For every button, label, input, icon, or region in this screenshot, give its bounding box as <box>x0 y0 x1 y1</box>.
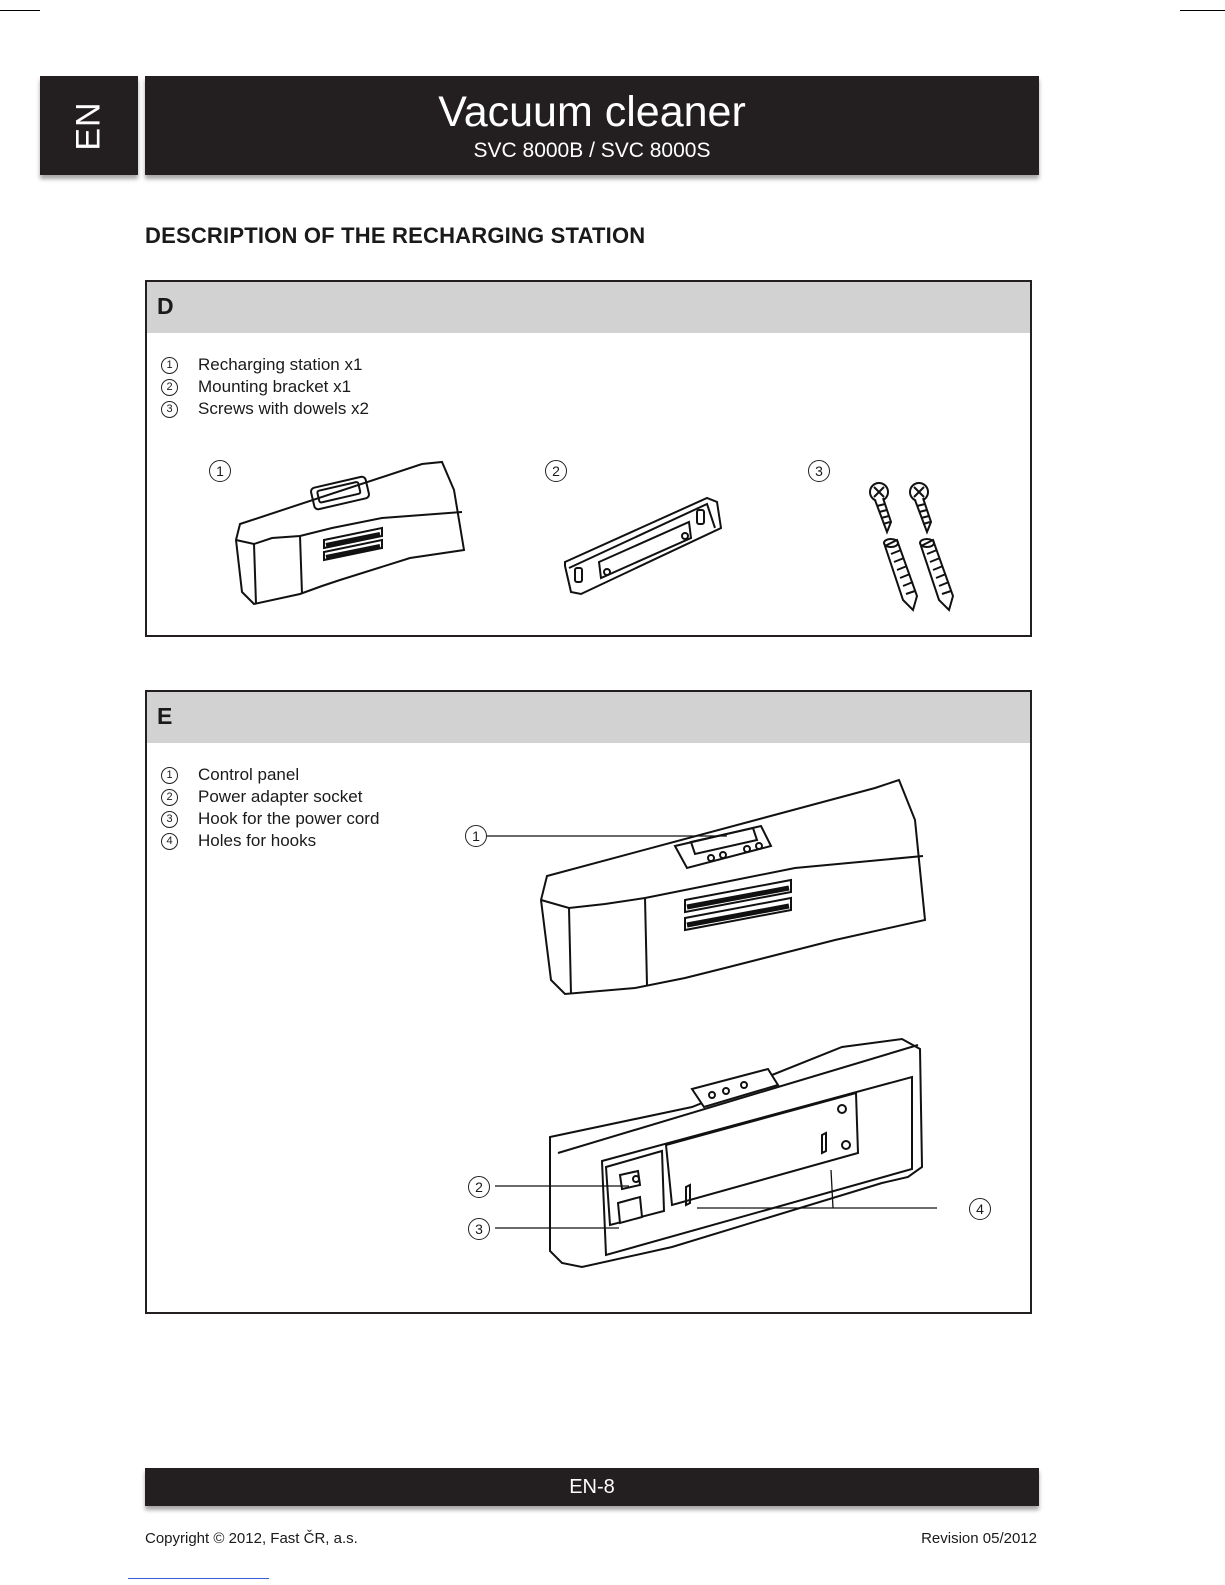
mounting-bracket-illustration <box>564 496 723 596</box>
section-heading: DESCRIPTION OF THE RECHARGING STATION <box>145 223 646 248</box>
item-number: 4 <box>161 832 178 850</box>
link-underline <box>128 1578 269 1579</box>
panel-d: D 1 Recharging station x1 2 Mounting brack… <box>145 280 1032 637</box>
crop-mark-top-right <box>1180 10 1225 11</box>
callout-line-1 <box>487 835 727 837</box>
figure-number-1: 1 <box>209 460 231 482</box>
item-number: 2 <box>161 788 178 806</box>
language-tab: EN <box>40 76 138 175</box>
panel-e-label: E <box>157 703 173 729</box>
item-number: 2 <box>161 378 178 396</box>
item-text: Holes for hooks <box>198 831 317 850</box>
list-item: 3 Screws with dowels x2 <box>161 398 369 420</box>
station-front-view-illustration <box>539 778 927 996</box>
station-back-view-illustration <box>549 1037 924 1269</box>
language-code: EN <box>69 101 108 151</box>
item-text: Mounting bracket x1 <box>198 377 352 396</box>
callout-lines-2-3-4 <box>495 1169 937 1229</box>
page-number-bar: EN-8 <box>145 1468 1039 1506</box>
list-item: 2 Power adapter socket <box>161 786 379 808</box>
figure-number-3: 3 <box>808 460 830 482</box>
callout-3: 3 <box>468 1218 490 1240</box>
panel-e-header: E <box>147 692 1030 743</box>
panel-d-header: D <box>147 282 1030 333</box>
page-number: EN-8 <box>569 1476 615 1498</box>
list-item: 1 Control panel <box>161 764 379 786</box>
revision: Revision 05/2012 <box>921 1530 1037 1547</box>
callout-2: 2 <box>468 1176 490 1198</box>
list-item: 3 Hook for the power cord <box>161 808 379 830</box>
item-number: 1 <box>161 766 178 784</box>
item-number: 3 <box>161 810 178 828</box>
screws-with-dowels-illustration <box>869 482 955 612</box>
panel-e: E 1 Control panel 2 Power adapter socket 3… <box>145 690 1032 1314</box>
model-numbers: SVC 8000B / SVC 8000S <box>473 139 711 162</box>
item-text: Control panel <box>198 765 300 784</box>
recharging-station-illustration <box>234 460 466 606</box>
panel-d-label: D <box>157 293 174 319</box>
crop-mark-top-left <box>0 10 40 11</box>
item-text: Screws with dowels x2 <box>198 399 370 418</box>
item-text: Power adapter socket <box>198 787 363 806</box>
panel-d-legend: 1 Recharging station x1 2 Mounting bracket… <box>161 354 369 420</box>
figure-number-2: 2 <box>545 460 567 482</box>
item-text: Hook for the power cord <box>198 809 380 828</box>
callout-1: 1 <box>465 825 487 847</box>
item-number: 1 <box>161 356 178 374</box>
item-text: Recharging station x1 <box>198 355 363 374</box>
list-item: 4 Holes for hooks <box>161 830 379 852</box>
list-item: 2 Mounting bracket x1 <box>161 376 369 398</box>
list-item: 1 Recharging station x1 <box>161 354 369 376</box>
document-title: Vacuum cleaner <box>438 88 746 136</box>
item-number: 3 <box>161 400 178 418</box>
document-header: Vacuum cleaner SVC 8000B / SVC 8000S <box>145 76 1039 175</box>
copyright: Copyright © 2012, Fast ČR, a.s. <box>145 1530 358 1547</box>
callout-4: 4 <box>969 1198 991 1220</box>
